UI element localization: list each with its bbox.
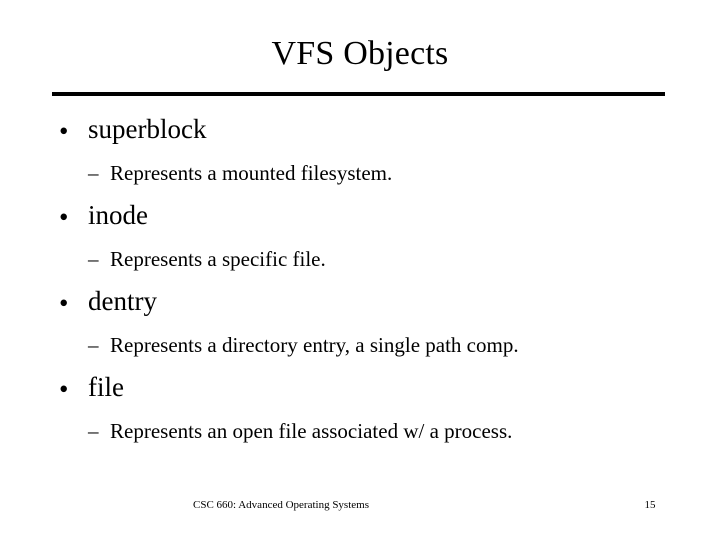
sub-bullet-label: Represents an open file associated w/ a …: [110, 419, 513, 443]
bullet-label: inode: [88, 200, 148, 230]
sub-bullet-item-dentry: – Represents a directory entry, a single…: [0, 330, 720, 362]
footer-page-number: 15: [644, 499, 656, 511]
en-dash-icon: –: [88, 419, 99, 443]
sub-bullet-label: Represents a directory entry, a single p…: [110, 333, 519, 357]
bullet-item-file: • file: [0, 370, 720, 406]
bullet-group: • file – Represents an open file associa…: [0, 370, 720, 456]
slide-body: • superblock – Represents a mounted file…: [0, 112, 720, 456]
sub-bullet-item-file: – Represents an open file associated w/ …: [0, 416, 720, 448]
sub-bullet-item-inode: – Represents a specific file.: [0, 244, 720, 276]
bullet-dot-icon: •: [59, 116, 69, 146]
sub-bullet-label: Represents a mounted filesystem.: [110, 161, 393, 185]
bullet-item-dentry: • dentry: [0, 284, 720, 320]
bullet-label: superblock: [88, 114, 207, 144]
en-dash-icon: –: [88, 247, 99, 271]
bullet-item-superblock: • superblock: [0, 112, 720, 148]
bullet-label: dentry: [88, 286, 157, 316]
bullet-dot-icon: •: [59, 288, 69, 318]
footer-course-label: CSC 660: Advanced Operating Systems: [193, 499, 369, 511]
en-dash-icon: –: [88, 333, 99, 357]
bullet-item-inode: • inode: [0, 198, 720, 234]
bullet-dot-icon: •: [59, 202, 69, 232]
sub-bullet-label: Represents a specific file.: [110, 247, 326, 271]
bullet-group: • dentry – Represents a directory entry,…: [0, 284, 720, 370]
bullet-label: file: [88, 372, 124, 402]
sub-bullet-item-superblock: – Represents a mounted filesystem.: [0, 158, 720, 190]
slide-title: VFS Objects: [271, 35, 449, 72]
title-divider: [52, 92, 665, 96]
bullet-group: • inode – Represents a specific file.: [0, 198, 720, 284]
en-dash-icon: –: [88, 161, 99, 185]
bullet-dot-icon: •: [59, 374, 69, 404]
bullet-group: • superblock – Represents a mounted file…: [0, 112, 720, 198]
